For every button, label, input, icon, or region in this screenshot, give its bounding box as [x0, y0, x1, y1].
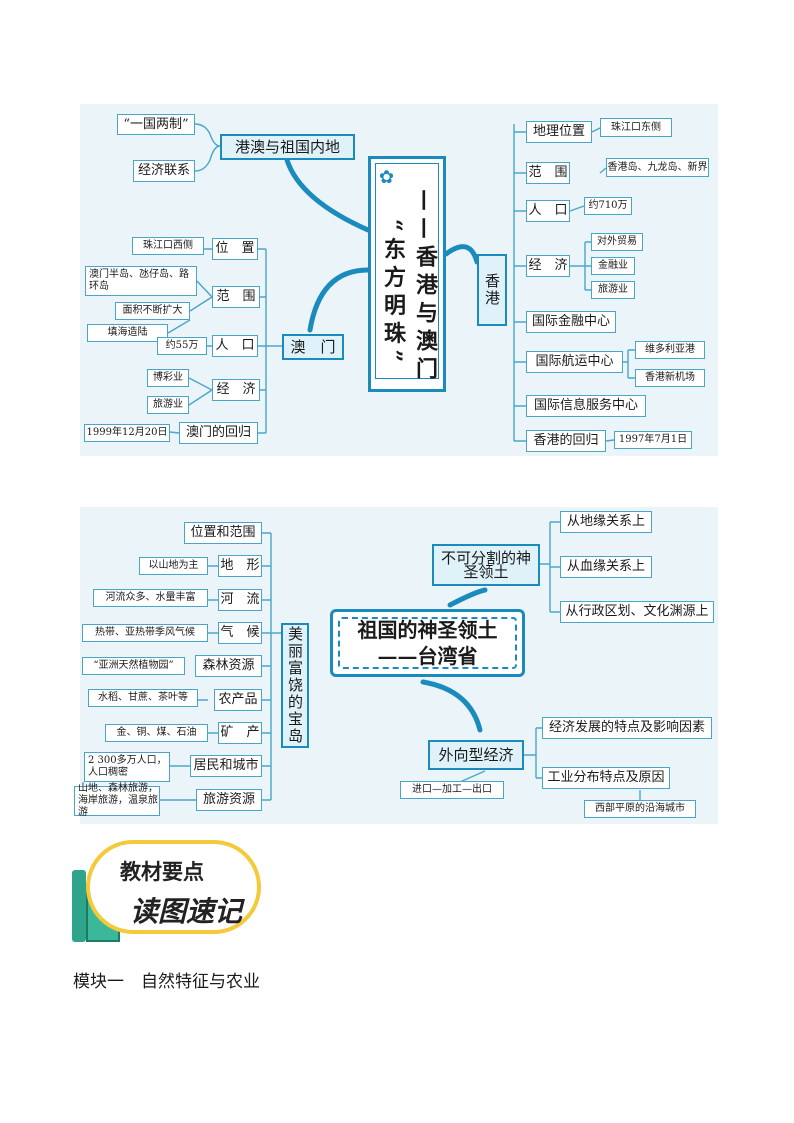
island-terrain: 地 形: [218, 555, 262, 577]
sacred-geo: 从地缘关系上: [560, 511, 652, 533]
hk-economy-trade: 对外贸易: [591, 233, 643, 251]
island-rivers: 河 流: [218, 589, 262, 611]
island-climate: 气 候: [218, 622, 262, 644]
node-macau: 澳 门: [282, 334, 344, 360]
island-tourism-value: 山地、森林旅游，海岸旅游，温泉旅游: [74, 783, 160, 818]
macau-return-date: 1999年12月20日: [84, 424, 170, 442]
island-terrain-value: 以山地为主: [139, 557, 208, 575]
macau-scope: 范 围: [212, 286, 260, 308]
hk-economy: 经 济: [526, 255, 570, 277]
title-quote: “东方明珠”: [380, 219, 406, 369]
leaf-economic-ties: 经济联系: [133, 160, 195, 182]
export-process: 进口—加工—出口: [400, 781, 504, 799]
hk-finance-center: 国际金融中心: [526, 311, 616, 333]
node-export-economy: 外向型经济: [428, 740, 524, 770]
hk-scope-value: 香港岛、九龙岛、新界: [606, 158, 709, 177]
hk-return: 香港的回归: [526, 430, 606, 452]
macau-scope-growth: 面积不断扩大: [115, 302, 190, 320]
hk-return-date: 1997年7月1日: [614, 431, 692, 449]
module-heading: 模块一 自然特征与农业: [73, 972, 260, 992]
export-industry-note: 西部平原的沿海城市: [584, 800, 696, 818]
macau-economy-gambling: 博彩业: [147, 369, 189, 387]
export-features: 经济发展的特点及影响因素: [542, 717, 712, 739]
macau-return: 澳门的回归: [179, 422, 258, 444]
hk-economy-finance: 金融业: [591, 257, 635, 275]
macau-economy-tourism: 旅游业: [147, 396, 189, 414]
hk-location-value: 珠江口东侧: [600, 118, 672, 137]
macau-economy: 经 济: [212, 379, 260, 401]
island-population: 居民和城市: [190, 755, 262, 777]
sacred-admin: 从行政区划、文化渊源上: [560, 601, 714, 623]
island-agriculture: 农产品: [214, 689, 262, 711]
taiwan-title-line2: ——台湾省: [377, 644, 478, 668]
hk-population: 人 口: [526, 200, 570, 222]
hk-port: 维多利亚港: [635, 341, 705, 359]
macau-scope-reclaim: 填海造陆: [87, 324, 168, 342]
notebook-icon: [72, 870, 86, 942]
island-minerals: 矿 产: [218, 722, 262, 744]
island-population-value: 2 300多万人口，人口稠密: [84, 752, 170, 782]
hk-scope: 范 围: [526, 162, 570, 184]
macau-population: 人 口: [212, 335, 258, 357]
sacred-blood: 从血缘关系上: [560, 556, 652, 578]
macau-location: 位 置: [212, 238, 258, 260]
hk-airport: 香港新机场: [635, 369, 705, 387]
hk-macau-title: ✿ “东方明珠” ——香港与澳门: [368, 156, 446, 392]
taiwan-title: 祖国的神圣领土 ——台湾省: [330, 609, 525, 677]
flower-icon: ✿: [379, 167, 395, 188]
island-minerals-value: 金、铜、煤、石油: [105, 724, 208, 742]
macau-scope-islands: 澳门半岛、氹仔岛、路环岛: [85, 266, 197, 296]
node-sacred-territory: 不可分割的神圣领土: [432, 544, 540, 586]
island-forest-value: “亚洲天然植物园”: [82, 657, 185, 675]
badge-line2: 读图速记: [130, 895, 243, 928]
island-tourism: 旅游资源: [196, 789, 262, 811]
macau-location-value: 珠江口西侧: [132, 237, 204, 255]
island-agriculture-value: 水稻、甘蔗、茶叶等: [88, 689, 198, 707]
export-industry: 工业分布特点及原因: [542, 767, 670, 789]
title-sub: ——香港与澳门: [412, 189, 438, 385]
hk-shipping-center: 国际航运中心: [526, 351, 623, 373]
island-location: 位置和范围: [184, 522, 262, 544]
hk-info-center: 国际信息服务中心: [526, 395, 646, 417]
node-mainland: 港澳与祖国内地: [220, 134, 355, 160]
hk-location: 地理位置: [526, 121, 592, 143]
badge-line1: 教材要点: [120, 860, 204, 884]
node-hongkong: 香港: [477, 254, 507, 326]
hk-population-value: 约710万: [584, 197, 632, 215]
node-treasure-island: 美丽富饶的宝岛: [281, 623, 309, 748]
leaf-one-country: “一国两制”: [117, 114, 195, 135]
study-badge: 教材要点 读图速记: [86, 840, 261, 934]
island-climate-value: 热带、亚热带季风气候: [82, 624, 208, 642]
island-rivers-value: 河流众多、水量丰富: [93, 589, 208, 607]
island-forest: 森林资源: [195, 655, 262, 677]
hk-economy-tourism: 旅游业: [591, 281, 635, 299]
macau-population-value: 约55万: [157, 337, 207, 355]
taiwan-title-line1: 祖国的神圣领土: [357, 618, 498, 642]
